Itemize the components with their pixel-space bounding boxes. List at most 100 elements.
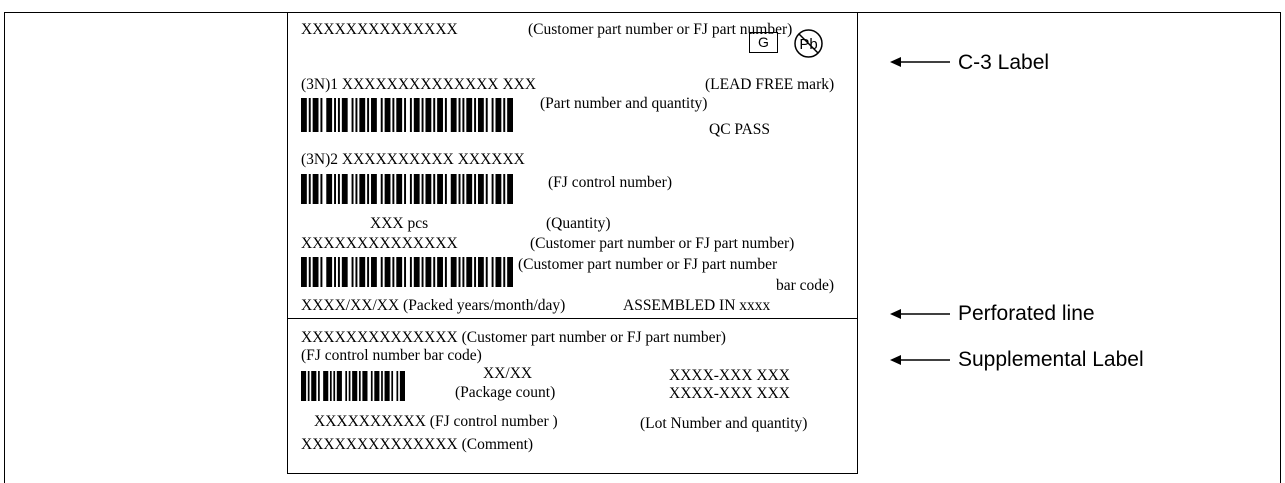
barcode-bar: [367, 98, 370, 132]
supp-fj-barcode: [301, 371, 405, 401]
barcode-bar: [450, 174, 457, 204]
barcode-bar: [425, 257, 432, 287]
barcode-bar: [311, 371, 317, 401]
barcode-bar: [359, 174, 366, 204]
c3-part-number-qty-code: (3N)1 XXXXXXXXXXXXXX XXX: [301, 76, 537, 93]
barcode-bar: [485, 98, 488, 132]
barcode-bar: [326, 174, 333, 204]
pb-mark-text: Pb: [799, 36, 817, 53]
barcode-bar: [396, 98, 403, 132]
barcode-bar: [396, 257, 403, 287]
barcode-bar: [392, 98, 395, 132]
barcode-bar: [359, 98, 366, 132]
packed-date: XXXX/XX/XX (Packed years/month/day): [301, 297, 566, 314]
barcode-bar: [352, 371, 358, 401]
barcode-bar: [444, 174, 447, 204]
barcode-bar: [370, 371, 373, 401]
barcode-bar: [503, 174, 506, 204]
barcode-bar: [491, 174, 494, 204]
barcode-bar: [404, 98, 407, 132]
barcode-bar: [396, 174, 403, 204]
barcode-bar: [444, 98, 447, 132]
barcode-bar: [458, 98, 461, 132]
part-qty-note: (Part number and quantity): [540, 95, 708, 112]
lead-free-icon: Pb: [794, 29, 823, 58]
c3-label-callout: C-3 Label: [958, 51, 1050, 74]
barcode-bar: [312, 257, 319, 287]
barcode-bar: [474, 98, 477, 132]
barcode-bar: [341, 98, 348, 132]
barcode-bar: [384, 174, 391, 204]
barcode-bar: [466, 174, 473, 204]
barcode-bar: [323, 371, 329, 401]
barcode-bar: [358, 371, 361, 401]
lot-row-2: XXXX-XXX XXX: [669, 385, 790, 402]
label-outline: [287, 12, 858, 474]
barcode-bar: [503, 98, 506, 132]
barcode-bar: [437, 257, 443, 287]
barcode-bar: [318, 371, 320, 401]
barcode-bar: [433, 174, 436, 204]
barcode-bar: [301, 257, 307, 287]
barcode-bar: [333, 371, 336, 401]
barcode-bar: [392, 174, 395, 204]
barcode-bar: [413, 174, 420, 204]
barcode-bar: [371, 98, 377, 132]
supp-fj-barcode-note: (FJ control number bar code): [301, 347, 482, 364]
barcode-bar: [491, 257, 494, 287]
barcode-bar: [301, 98, 307, 132]
barcode-bar: [374, 371, 380, 401]
barcode-bar: [507, 174, 513, 204]
c3-customer-part-note: (Customer part number or FJ part number): [528, 21, 793, 38]
barcode-bar: [477, 98, 484, 132]
barcode-bar: [320, 174, 323, 204]
barcode-bar: [437, 174, 443, 204]
barcode-bar: [301, 174, 307, 204]
barcode-bar: [399, 371, 405, 401]
barcode-bar: [312, 98, 319, 132]
barcode-bar: [450, 98, 457, 132]
barcode-bar: [409, 257, 412, 287]
barcode-bar: [485, 174, 488, 204]
c3-label-arrow-icon: [890, 57, 950, 67]
barcode-bar: [425, 98, 432, 132]
barcode-bar: [312, 174, 319, 204]
barcode-bar: [495, 174, 502, 204]
quantity-note: (Quantity): [546, 215, 611, 232]
barcode-bar: [433, 257, 436, 287]
lot-number-note: (Lot Number and quantity): [640, 415, 808, 432]
barcode-bar: [337, 257, 340, 287]
barcode-bar: [396, 371, 399, 401]
barcode-bar: [404, 174, 407, 204]
customer-barcode-note-1: (Customer part number or FJ part number: [518, 256, 778, 273]
barcode-bar: [384, 371, 390, 401]
barcode-bar: [425, 174, 432, 204]
barcode-bar: [458, 257, 461, 287]
c3-customer-part-code-2: XXXXXXXXXXXXXX: [301, 235, 458, 252]
barcode-bar: [308, 98, 311, 132]
supplemental-label-arrow-icon: [890, 355, 950, 365]
barcode-bar: [444, 257, 447, 287]
barcode-bar: [409, 98, 412, 132]
barcode-bar: [485, 257, 488, 287]
barcode-bar: [421, 257, 424, 287]
part-qty-barcode: [301, 98, 513, 132]
c3-fj-control-code: (3N)2 XXXXXXXXXX XXXXXX: [301, 151, 525, 168]
package-count-note: (Package count): [455, 384, 556, 401]
barcode-bar: [458, 174, 461, 204]
barcode-bar: [495, 98, 502, 132]
barcode-bar: [462, 174, 465, 204]
barcode-bar: [334, 257, 336, 287]
lead-free-note: (LEAD FREE mark): [705, 76, 835, 93]
barcode-bar: [380, 174, 383, 204]
barcode-bar: [462, 98, 465, 132]
barcode-bar: [404, 257, 407, 287]
barcode-bar: [341, 257, 348, 287]
barcode-bar: [437, 98, 443, 132]
supplemental-label-callout: Supplemental Label: [958, 348, 1144, 371]
barcode-bar: [466, 98, 473, 132]
comment: XXXXXXXXXXXXXX (Comment): [301, 436, 534, 453]
barcode-bar: [326, 257, 333, 287]
g-mark-icon: G: [749, 32, 778, 53]
barcode-bar: [495, 257, 502, 287]
